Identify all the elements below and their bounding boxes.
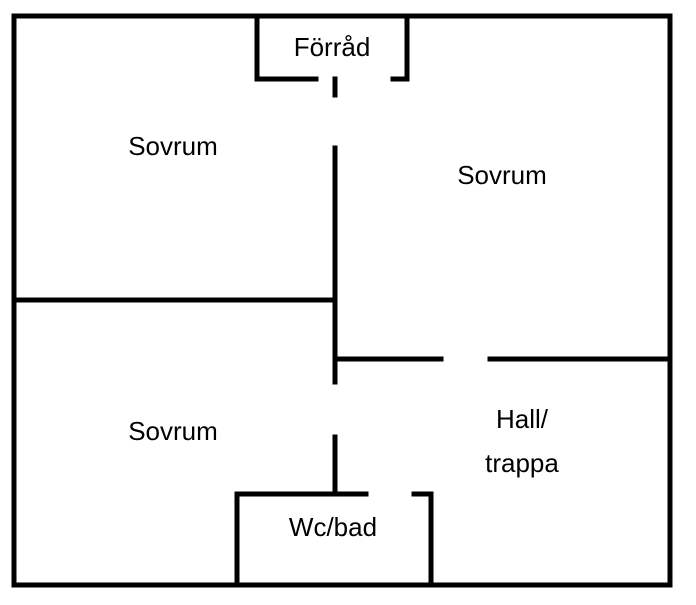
label-bedroom-top-left: Sovrum: [128, 131, 218, 161]
label-bedroom-bottom-left: Sovrum: [128, 416, 218, 446]
storage-wall-right: [390, 13, 410, 82]
label-bathroom: Wc/bad: [289, 512, 377, 542]
room-labels: Förråd Sovrum Sovrum Sovrum Hall/ trappa…: [128, 32, 559, 542]
label-bedroom-top-right: Sovrum: [457, 160, 547, 190]
label-hall-line1: Hall/: [496, 404, 549, 434]
walls: [11, 13, 673, 588]
bathroom-wall-left: [234, 491, 369, 588]
label-storage: Förråd: [294, 32, 371, 62]
label-hall-line2: trappa: [485, 448, 559, 478]
storage-wall: [254, 13, 319, 82]
bathroom-wall-right: [411, 491, 434, 588]
